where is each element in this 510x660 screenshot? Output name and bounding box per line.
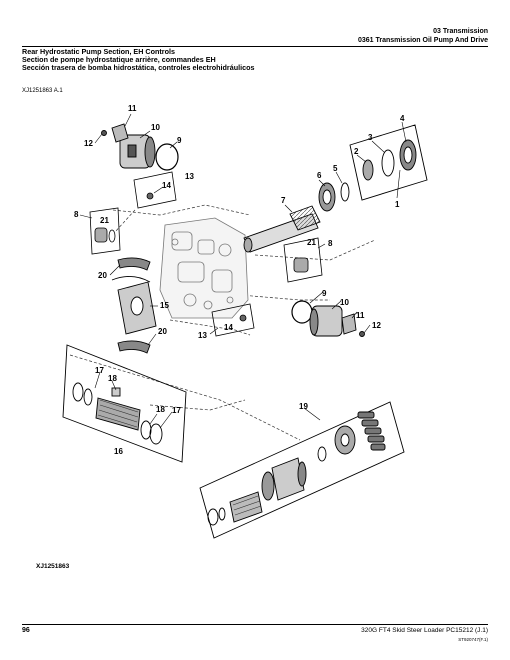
callout-20-upper: 20 <box>98 271 107 280</box>
callout-18-left: 18 <box>108 374 117 383</box>
callout-17-left: 17 <box>95 366 104 375</box>
guide-lines <box>69 204 376 441</box>
callout-20-lower: 20 <box>158 327 167 336</box>
footer-code: ST920747(F.1) <box>458 637 488 642</box>
callout-6: 6 <box>317 171 322 180</box>
footer-rule <box>22 624 488 625</box>
callout-9-top: 9 <box>177 136 182 145</box>
callout-labels: 11 10 12 9 14 13 8 21 20 15 20 13 14 2 3… <box>74 104 405 456</box>
callout-4: 4 <box>400 114 405 123</box>
callout-8-right: 8 <box>328 239 333 248</box>
callout-19: 19 <box>299 402 308 411</box>
callout-13-lower: 13 <box>198 331 207 340</box>
title-spanish: Sección trasera de bomba hidrostática, c… <box>22 63 255 72</box>
parts-group-9-10-11-12-right <box>291 300 365 337</box>
parts-group-16-17-18 <box>62 344 187 463</box>
callout-5: 5 <box>333 164 338 173</box>
artwork-id-bottom: XJ1251863 <box>36 563 70 570</box>
callout-3: 3 <box>368 133 373 142</box>
artwork-id-top: XJ1251863 A.1 <box>22 88 63 94</box>
callout-12-right: 12 <box>372 321 381 330</box>
footer-document-info: 320G FT4 Skid Steer Loader PC15212 (J.1) <box>361 627 488 634</box>
section-heading: 03 Transmission <box>433 28 488 35</box>
plates-20 <box>117 257 151 354</box>
header-rule <box>22 46 488 47</box>
box-21-8-right <box>283 237 323 283</box>
callout-9-right: 9 <box>322 289 327 298</box>
subsection-heading: 0361 Transmission Oil Pump And Drive <box>357 37 488 44</box>
swashplate-15 <box>111 276 157 335</box>
callout-17-right: 17 <box>172 406 181 415</box>
callout-12-top: 12 <box>84 139 93 148</box>
callout-15: 15 <box>160 301 169 310</box>
callout-11-right: 11 <box>356 311 365 320</box>
callout-14-lower: 14 <box>224 323 233 332</box>
callout-18-right: 18 <box>156 405 165 414</box>
callout-13-top: 13 <box>185 172 194 181</box>
parts-group-1-6 <box>318 124 428 212</box>
box-8-21-left <box>89 207 121 255</box>
callout-21-right: 21 <box>307 238 316 247</box>
rotating-group-19 <box>199 401 405 539</box>
callout-16: 16 <box>114 447 123 456</box>
callout-10-right: 10 <box>340 298 349 307</box>
title-french: Section de pompe hydrostatique arrière, … <box>22 55 216 64</box>
pump-housing <box>159 217 249 319</box>
callout-21-left: 21 <box>100 216 109 225</box>
parts-group-10-11-12-9 <box>101 123 179 171</box>
callout-8-left: 8 <box>74 210 79 219</box>
callout-10-top: 10 <box>151 123 160 132</box>
callout-2: 2 <box>354 147 359 156</box>
page-number: 96 <box>22 627 30 634</box>
callout-7: 7 <box>281 196 286 205</box>
box-14-top <box>133 171 177 209</box>
leader-lines <box>79 113 407 429</box>
box-14-lower <box>211 303 255 337</box>
callout-1: 1 <box>395 200 400 209</box>
title-english: Rear Hydrostatic Pump Section, EH Contro… <box>22 47 175 56</box>
callout-11-top: 11 <box>128 104 137 113</box>
shaft-7 <box>243 205 321 253</box>
callout-14-top: 14 <box>162 181 171 190</box>
